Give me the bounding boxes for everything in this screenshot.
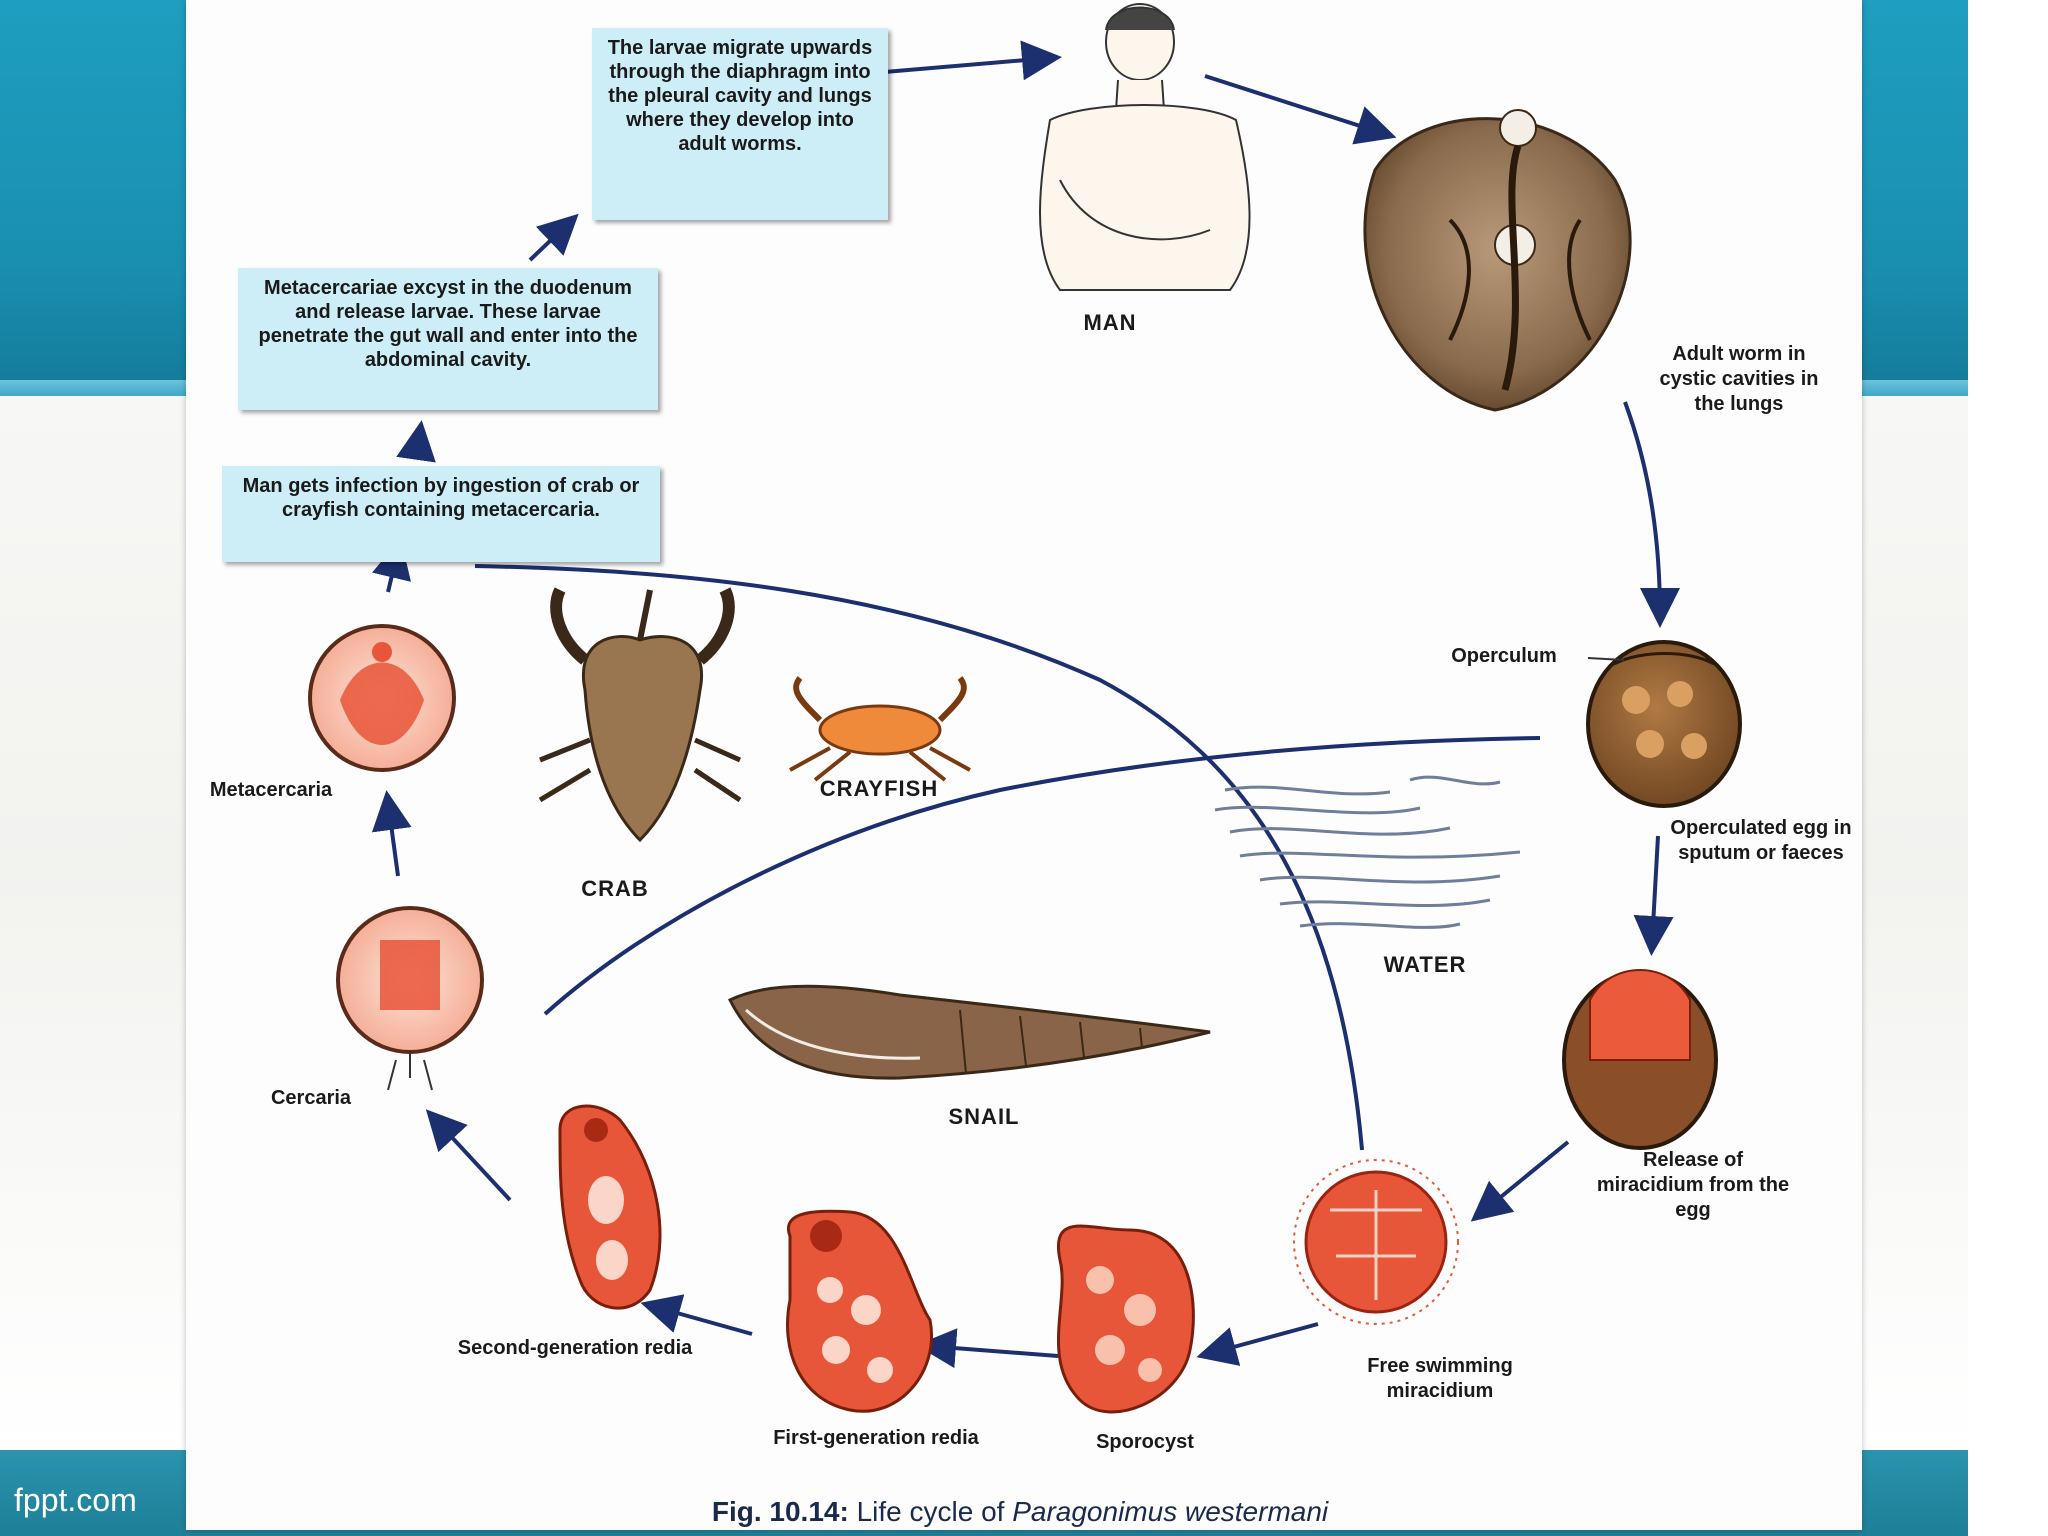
man-illustration xyxy=(1040,4,1250,290)
arrow-release-to-miracidium xyxy=(1480,1142,1568,1214)
release-miracidium-label: Release of miracidium from the egg xyxy=(1588,1148,1798,1223)
arrow-box-to-man xyxy=(885,58,1050,72)
first-redia-label: First-generation redia xyxy=(756,1426,996,1451)
arrow-miracidium-to-sporocyst xyxy=(1208,1324,1318,1354)
free-miracidium-label: Free swimming miracidium xyxy=(1320,1354,1560,1404)
caption-species: Paragonimus westermani xyxy=(1012,1496,1328,1527)
metacercariae-excyst-box: Metacercariae excyst in the duodenum and… xyxy=(238,268,658,410)
caption-prefix: Fig. 10.14: xyxy=(712,1496,849,1527)
release-egg-illustration xyxy=(1564,970,1716,1148)
miracidium-illustration xyxy=(1294,1160,1458,1324)
operculated-egg-label: Operculated egg in sputum or faeces xyxy=(1656,816,1866,866)
larvae-migration-box: The larvae migrate upwards through the d… xyxy=(592,28,888,220)
arrow-sporocyst-to-redia1 xyxy=(928,1346,1058,1356)
adult-worm-illustration xyxy=(1365,110,1630,410)
second-redia-label: Second-generation redia xyxy=(430,1336,720,1361)
arrow-redia1-to-redia2 xyxy=(652,1306,752,1334)
second-redia-illustration xyxy=(560,1106,660,1308)
operculum-label: Operculum xyxy=(1414,644,1594,669)
crayfish-illustration xyxy=(790,678,970,780)
metacercaria-label: Metacercaria xyxy=(186,778,356,803)
arrow-worm-to-egg xyxy=(1625,402,1660,616)
man-label: MAN xyxy=(1070,310,1150,335)
sporocyst-illustration xyxy=(1058,1226,1193,1412)
arrow-redia2-to-cercaria xyxy=(434,1118,510,1200)
snail-label: SNAIL xyxy=(924,1104,1044,1129)
crayfish-label: CRAYFISH xyxy=(794,776,964,801)
sporocyst-label: Sporocyst xyxy=(1060,1430,1230,1455)
metacercaria-illustration xyxy=(310,626,454,770)
operculated-egg-illustration xyxy=(1588,642,1740,806)
caption-text: Life cycle of xyxy=(857,1496,1005,1527)
first-redia-illustration xyxy=(788,1211,932,1411)
infection-box: Man gets infection by ingestion of crab … xyxy=(222,466,660,562)
crab-illustration xyxy=(540,590,740,840)
adult-worm-label: Adult worm in cystic cavities in the lun… xyxy=(1654,342,1824,417)
water-label: WATER xyxy=(1350,952,1500,977)
cercaria-label: Cercaria xyxy=(236,1086,386,1111)
cercaria-illustration xyxy=(338,908,482,1090)
arrow-box-to-box xyxy=(418,432,420,446)
water-illustration xyxy=(1215,777,1520,927)
crab-label: CRAB xyxy=(560,876,670,901)
arrow-cercaria-to-metacercaria xyxy=(388,802,398,876)
figure-caption: Fig. 10.14: Life cycle of Paragonimus we… xyxy=(600,1496,1440,1528)
arrow-box-to-top-box xyxy=(530,222,570,260)
snail-illustration xyxy=(730,986,1210,1078)
